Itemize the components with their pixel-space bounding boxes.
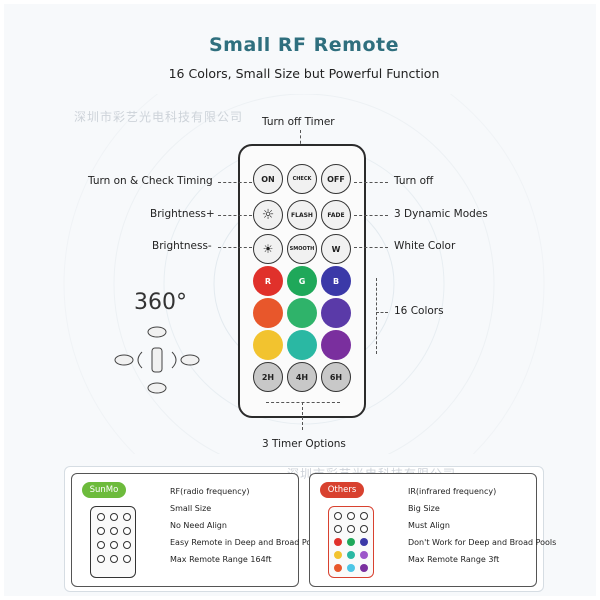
color-button[interactable] bbox=[287, 298, 317, 328]
feature-text: No Need Align bbox=[170, 521, 227, 530]
rotation-label: 360° bbox=[134, 290, 187, 315]
red-button[interactable]: R bbox=[253, 266, 283, 296]
connector-line bbox=[354, 215, 388, 216]
brightness-up-button[interactable]: ☼ bbox=[253, 200, 283, 230]
rf-remote: ON CHECK OFF ☼ FLASH FADE ☀ SMOOTH W R G… bbox=[238, 144, 366, 418]
timer-check-button[interactable]: CHECK bbox=[287, 164, 317, 194]
remote-button-dot bbox=[334, 538, 342, 546]
remote-button-dot bbox=[360, 551, 368, 559]
remote-button-dot bbox=[110, 541, 118, 549]
small-remote-icon bbox=[90, 506, 136, 578]
remote-button-dot bbox=[347, 525, 355, 533]
remote-button-dot bbox=[360, 512, 368, 520]
others-tag: Others bbox=[320, 482, 364, 498]
page-subtitle: 16 Colors, Small Size but Powerful Funct… bbox=[168, 66, 440, 81]
label-sixteen-colors: 16 Colors bbox=[394, 305, 444, 317]
remote-button-dot bbox=[123, 541, 131, 549]
feature-text: Max Remote Range 164ft bbox=[170, 555, 272, 564]
remote-button-dot bbox=[110, 513, 118, 521]
label-dynamic-modes: 3 Dynamic Modes bbox=[394, 208, 488, 220]
on-button[interactable]: ON bbox=[253, 164, 283, 194]
remote-button-dot bbox=[97, 541, 105, 549]
timer-2h-button[interactable]: 2H bbox=[253, 362, 283, 392]
white-button[interactable]: W bbox=[321, 234, 351, 264]
connector-line bbox=[218, 247, 252, 248]
color-button[interactable] bbox=[321, 298, 351, 328]
remote-button-dot bbox=[97, 555, 105, 563]
remote-button-dot bbox=[347, 512, 355, 520]
color-button[interactable] bbox=[253, 330, 283, 360]
color-button[interactable] bbox=[253, 298, 283, 328]
remote-button-dot bbox=[123, 513, 131, 521]
watermark-text: 深圳市彩艺光电科技有限公司 bbox=[74, 110, 244, 124]
bracket-line bbox=[266, 402, 340, 403]
remote-button-dot bbox=[334, 525, 342, 533]
remote-button-dot bbox=[97, 527, 105, 535]
label-brightness-up: Brightness+ bbox=[150, 208, 215, 220]
feature-text: Small Size bbox=[170, 504, 212, 513]
remote-button-dot bbox=[110, 555, 118, 563]
connector-line bbox=[218, 215, 252, 216]
remote-button-dot bbox=[123, 555, 131, 563]
connector-line bbox=[354, 247, 388, 248]
others-panel: Others IR(infrared frequency) Big Size bbox=[309, 473, 556, 587]
feature-text: Easy Remote in Deep and Broad Pools bbox=[170, 538, 323, 547]
brightness-down-button[interactable]: ☀ bbox=[253, 234, 283, 264]
connector-line bbox=[376, 312, 388, 313]
remote-button-dot bbox=[334, 564, 342, 572]
label-timer-options: 3 Timer Options bbox=[262, 438, 346, 450]
remote-button-dot bbox=[97, 513, 105, 521]
blue-button[interactable]: B bbox=[321, 266, 351, 296]
connector-line bbox=[302, 402, 303, 430]
timer-6h-button[interactable]: 6H bbox=[321, 362, 351, 392]
sun-icon: ☼ bbox=[261, 207, 275, 223]
comparison-section: 深圳市彩艺光电科技有限公司 SunMo RF(radio frequency) … bbox=[64, 466, 556, 592]
sunmo-tag: SunMo bbox=[82, 482, 126, 498]
remote-button-dot bbox=[334, 512, 342, 520]
flash-button[interactable]: FLASH bbox=[287, 200, 317, 230]
remote-button-dot bbox=[110, 527, 118, 535]
label-brightness-down: Brightness- bbox=[152, 240, 212, 252]
color-button[interactable] bbox=[321, 330, 351, 360]
color-button[interactable] bbox=[287, 330, 317, 360]
sun-dim-icon: ☀ bbox=[262, 242, 274, 256]
connector-line bbox=[354, 182, 388, 183]
off-button[interactable]: OFF bbox=[321, 164, 351, 194]
green-button[interactable]: G bbox=[287, 266, 317, 296]
bracket-line bbox=[376, 278, 377, 354]
fade-button[interactable]: FADE bbox=[321, 200, 351, 230]
connector-line bbox=[218, 182, 252, 183]
remote-button-dot bbox=[347, 564, 355, 572]
feature-text: Don't Work for Deep and Broad Pools bbox=[408, 538, 557, 547]
large-remote-icon bbox=[328, 506, 374, 578]
remote-button-dot bbox=[360, 564, 368, 572]
product-image: Small RF Remote 16 Colors, Small Size bu… bbox=[4, 4, 596, 596]
feature-text: Must Align bbox=[408, 521, 450, 530]
label-turn-off: Turn off bbox=[394, 175, 434, 187]
label-white-color: White Color bbox=[394, 240, 456, 252]
feature-text: RF(radio frequency) bbox=[170, 487, 250, 496]
feature-text: IR(infrared frequency) bbox=[408, 487, 497, 496]
feature-text: Big Size bbox=[408, 504, 440, 513]
remote-button-dot bbox=[360, 525, 368, 533]
remote-button-dot bbox=[347, 538, 355, 546]
remote-button-dot bbox=[347, 551, 355, 559]
label-turn-on-check: Turn on & Check Timing bbox=[88, 175, 213, 187]
sunmo-panel: SunMo RF(radio frequency) Small Size No … bbox=[71, 473, 323, 587]
smooth-button[interactable]: SMOOTH bbox=[287, 234, 317, 264]
timer-4h-button[interactable]: 4H bbox=[287, 362, 317, 392]
remote-button-dot bbox=[334, 551, 342, 559]
page-title: Small RF Remote bbox=[208, 34, 399, 56]
label-turn-off-timer: Turn off Timer bbox=[262, 116, 335, 128]
remote-button-dot bbox=[360, 538, 368, 546]
feature-text: Max Remote Range 3ft bbox=[408, 555, 500, 564]
rotation-icon bbox=[114, 326, 200, 394]
remote-button-dot bbox=[123, 527, 131, 535]
